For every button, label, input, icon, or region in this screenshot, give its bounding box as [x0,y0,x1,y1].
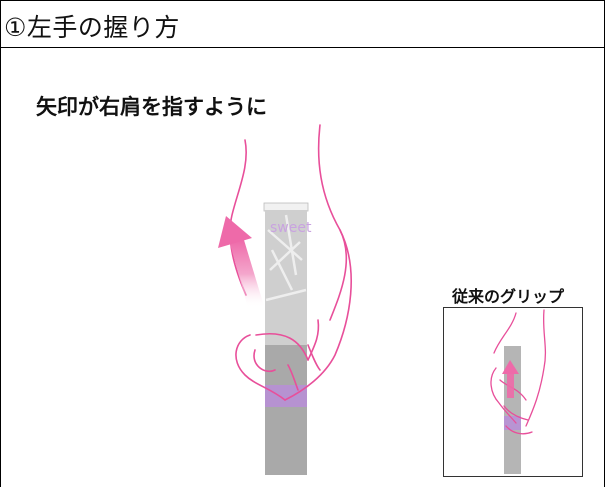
grip-accent-band [265,385,307,407]
section-title: ①左手の握り方 [4,13,180,42]
inset-arrow [502,360,519,398]
grip-cap [263,202,309,212]
title-divider [0,47,605,48]
conventional-grip-caption: 従来のグリップ [452,287,565,306]
hand-outline [229,124,352,401]
left-hand-grip-illustration: sweet [218,124,352,475]
golf-grip: sweet [263,202,312,475]
grip-lower [265,345,307,475]
direction-arrow [218,216,264,308]
conventional-grip-inset [443,307,583,477]
conventional-grip-illustration [490,309,547,474]
grip-brand-text: sweet [270,220,312,236]
main-caption: 矢印が右肩を指すように [36,95,267,119]
inset-grip-accent [504,416,521,430]
